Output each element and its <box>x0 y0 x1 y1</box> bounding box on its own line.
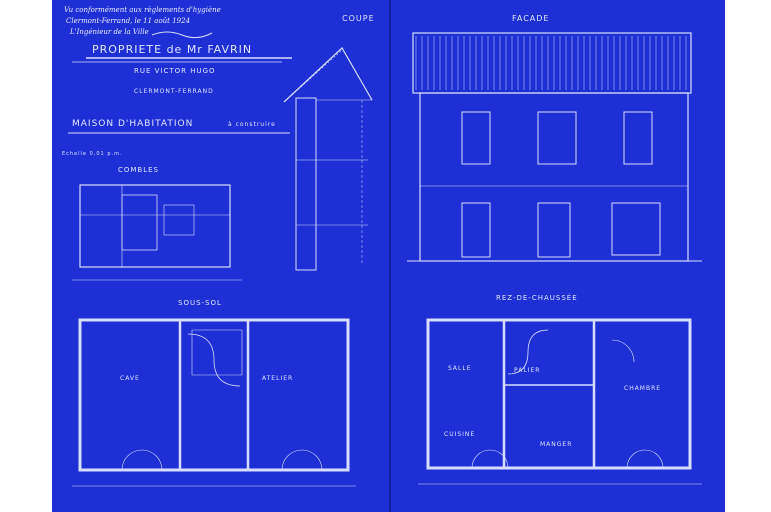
facade-title: FACADE <box>512 14 549 23</box>
room-cuisine: CUISINE <box>444 431 475 438</box>
sous-sol-plan: CAVE ATELIER <box>72 318 356 487</box>
town-label: CLERMONT-FERRAND <box>134 88 214 95</box>
room-atelier: ATELIER <box>262 375 293 382</box>
street-label: RUE VICTOR HUGO <box>134 67 216 75</box>
room-cave: CAVE <box>120 375 140 382</box>
subject-label: MAISON D'HABITATION <box>72 119 193 129</box>
sous-sol-title: SOUS-SOL <box>178 299 222 307</box>
room-palier: PALIER <box>514 367 540 374</box>
room-manger: MANGER <box>540 441 572 448</box>
subject-note: à construire <box>228 121 276 128</box>
facade-elevation <box>407 32 702 262</box>
handwritten-line-1: Vu conformément aux règlements d'hygiène <box>64 6 221 14</box>
signature-mark <box>151 31 213 39</box>
combles-title: COMBLES <box>118 166 159 174</box>
handwritten-line-2: Clermont-Ferrand, le 11 août 1924 <box>66 17 190 25</box>
combles-plan <box>72 184 242 281</box>
blueprint-drawing: Vu conformément aux règlements d'hygiène… <box>62 6 702 487</box>
room-salle: SALLE <box>448 365 472 372</box>
room-chambre: CHAMBRE <box>624 385 661 392</box>
blueprint-sheet: Vu conformément aux règlements d'hygiène… <box>52 0 725 512</box>
coupe-title: COUPE <box>342 14 375 23</box>
scale-note: Echelle 0,01 p.m. <box>62 151 123 157</box>
rez-de-chaussee-plan: PALIER SALLE CUISINE CHAMBRE MANGER <box>418 318 702 485</box>
handwritten-line-3: L'Ingénieur de la Ville <box>69 28 149 36</box>
owner-title: PROPRIETE de Mr FAVRIN <box>92 43 252 56</box>
coupe-section <box>283 47 373 271</box>
rez-de-chaussee-title: REZ-DE-CHAUSSÉE <box>496 293 578 302</box>
